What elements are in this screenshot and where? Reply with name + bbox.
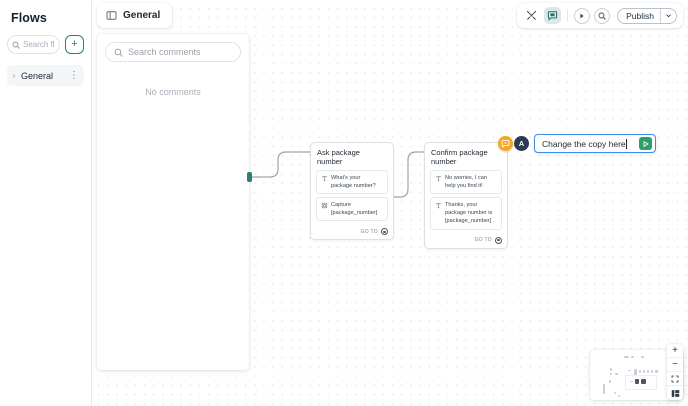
comment-composer: A Change the copy here [514, 134, 656, 153]
node-confirm-package-number[interactable]: Confirm package number No worries, I can… [424, 136, 513, 249]
comments-empty-state: No comments [145, 87, 201, 97]
publish-button[interactable]: Publish [626, 10, 654, 21]
canvas-toolbar: Publish [517, 3, 683, 28]
page-title: Flows [11, 11, 47, 25]
text-icon [435, 174, 442, 190]
publish-control: Publish [617, 7, 677, 24]
comment-input-value: Change the copy here [542, 138, 627, 149]
comment-add-icon[interactable] [498, 136, 513, 151]
canvas-search-button[interactable] [594, 7, 611, 24]
minus-icon: − [672, 359, 678, 370]
fit-screen-button[interactable] [667, 372, 683, 386]
tools-button[interactable] [523, 7, 540, 24]
zoom-out-button[interactable]: − [667, 358, 683, 372]
plus-icon: + [71, 38, 78, 50]
plus-icon: + [672, 345, 678, 356]
zoom-in-button[interactable]: + [667, 344, 683, 358]
play-icon [578, 12, 586, 20]
comment-icon [547, 10, 558, 21]
flow-search-input[interactable]: Search flo [7, 35, 60, 54]
search-icon [114, 48, 123, 57]
layout-panel-icon [671, 389, 680, 398]
node-title: Ask package number [317, 148, 360, 166]
capture-icon [321, 201, 328, 217]
search-icon [12, 41, 20, 49]
flow-canvas[interactable]: General [92, 0, 688, 406]
send-icon [643, 140, 649, 147]
chevron-right-icon: › [12, 71, 16, 80]
node-step-text: What's your package number? [331, 175, 376, 190]
text-icon [435, 201, 442, 225]
connector-node1-to-node2 [392, 151, 424, 198]
node-footer: GO TO [425, 236, 507, 248]
node-step-text: Capture [package_number] [331, 202, 378, 217]
node-ask-package-number[interactable]: Ask package number What's your package n… [310, 142, 394, 241]
node-step-capture[interactable]: Capture [package_number] [316, 197, 388, 222]
node-goto-label: GO TO [360, 228, 378, 235]
fit-screen-icon [671, 375, 679, 383]
comments-search-placeholder: Search comments [128, 47, 201, 57]
node-output-port[interactable] [381, 228, 388, 236]
node-body: What's your package number? Capture [pac… [311, 170, 393, 227]
comments-search-input[interactable]: Search comments [105, 42, 241, 62]
comments-button[interactable] [544, 7, 562, 24]
search-icon [598, 12, 606, 20]
sidebar-search-row: Search flo + [7, 35, 84, 54]
toggle-layout-button[interactable] [667, 386, 683, 400]
text-caret [625, 138, 627, 149]
node-goto-label: GO TO [474, 237, 492, 244]
node-step-message[interactable]: Thanks, your package number is [package_… [430, 197, 502, 230]
flow-search-placeholder: Search flo [23, 40, 55, 49]
chevron-down-icon [666, 14, 671, 18]
flow-start-marker[interactable] [247, 172, 252, 182]
node-footer: GO TO [311, 227, 393, 239]
toolbar-divider [567, 9, 569, 22]
node-output-port[interactable] [495, 236, 502, 244]
connector-start-to-node1 [252, 151, 310, 178]
send-comment-button[interactable] [639, 137, 652, 150]
avatar: A [514, 136, 529, 151]
tab-general[interactable]: General [97, 3, 173, 28]
text-icon [321, 174, 328, 190]
publish-divider [660, 8, 661, 23]
zoom-controls: + − [667, 344, 683, 400]
sidebar-item-label: General [21, 70, 54, 81]
comment-input[interactable]: Change the copy here [534, 134, 656, 153]
tab-general-label: General [123, 10, 161, 21]
flows-sidebar: Flows Search flo + › General ⋮ [0, 0, 92, 406]
add-flow-button[interactable]: + [65, 35, 84, 54]
tools-icon [526, 10, 537, 21]
node-body: No worries, I can help you find it! Than… [425, 170, 507, 236]
panel-icon [106, 10, 117, 21]
comments-panel: Search comments No comments [97, 34, 249, 370]
sidebar-item-general[interactable]: › General ⋮ [7, 65, 84, 86]
run-flow-button[interactable] [574, 7, 591, 24]
more-options-icon[interactable]: ⋮ [69, 70, 79, 81]
node-title: Confirm package number [431, 148, 488, 166]
node-step-text: No worries, I can help you find it! [445, 175, 487, 190]
node-step-message[interactable]: No worries, I can help you find it! [430, 170, 502, 195]
publish-dropdown-button[interactable] [661, 12, 676, 19]
node-step-message[interactable]: What's your package number? [316, 170, 388, 195]
node-step-text: Thanks, your package number is [package_… [445, 202, 495, 225]
